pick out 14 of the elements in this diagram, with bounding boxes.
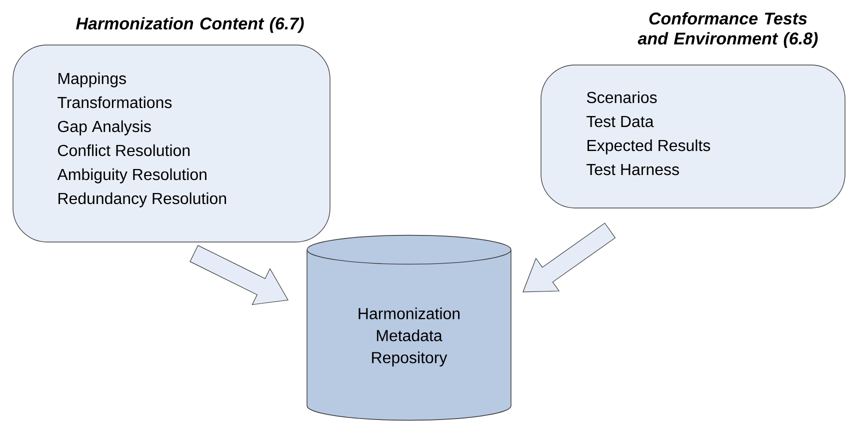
list-item: Gap Analysis: [58, 120, 151, 136]
list-item: Test Data: [586, 116, 654, 128]
block-arrow: [190, 245, 288, 305]
list-item: Scenarios: [586, 91, 657, 104]
box-heading: Conformance Tests and Environment (6.8): [638, 12, 818, 48]
box-heading: Harmonization Content (6.7): [76, 17, 304, 33]
list-item: Mappings: [58, 72, 126, 88]
list-item: Ambiguity Resolution: [57, 168, 206, 184]
list-item: Redundancy Resolution: [58, 192, 226, 208]
database-cylinder: Harmonization Metadata Repository: [306, 234, 512, 421]
list-item: Conflict Resolution: [58, 144, 190, 156]
list-item: Transformations: [58, 96, 172, 108]
list-item: Test Harness: [586, 164, 679, 176]
list-item: Expected Results: [588, 139, 710, 154]
